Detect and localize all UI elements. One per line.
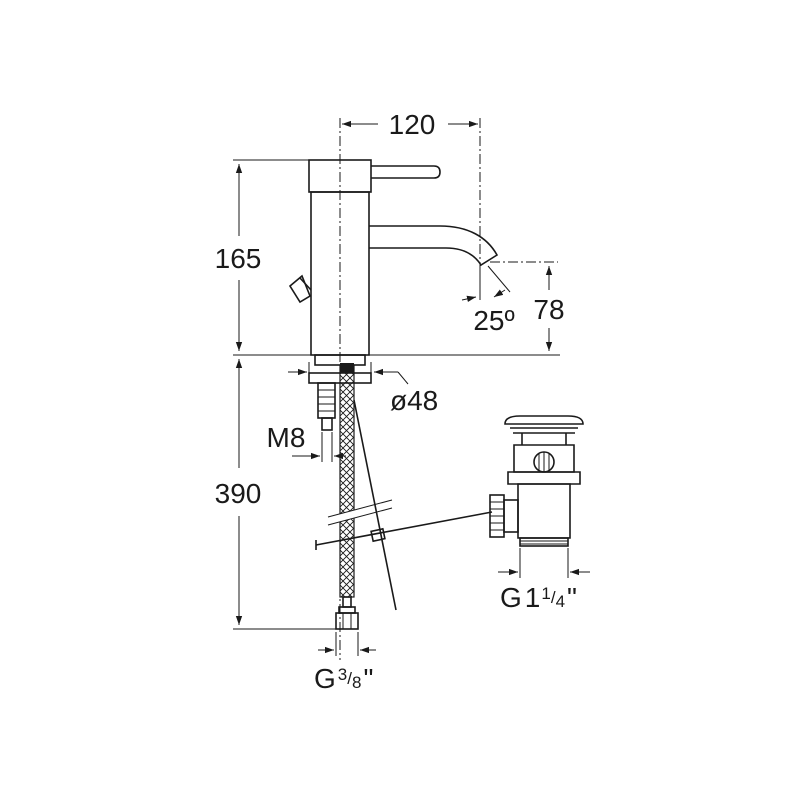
popup-rods xyxy=(315,399,493,611)
spout-height-label: 78 xyxy=(533,294,564,325)
faucet-height-label: 165 xyxy=(215,243,262,274)
drain-valve xyxy=(489,415,584,547)
faucet-body xyxy=(288,159,499,356)
dimension-base-diameter: ø48 xyxy=(288,362,438,416)
flexible-hose xyxy=(327,363,393,630)
base-diameter-label: ø48 xyxy=(390,385,438,416)
dimension-spout-angle: 25º xyxy=(461,265,515,336)
dimension-faucet-height: 165 xyxy=(215,159,560,356)
dimension-width: 120 xyxy=(342,109,478,140)
dimension-stud-thread: M8 xyxy=(267,422,346,462)
dimension-hose-length: 390 xyxy=(215,359,336,630)
spout-angle-label: 25º xyxy=(473,305,514,336)
hose-length-label: 390 xyxy=(215,478,262,509)
width-label: 120 xyxy=(389,109,436,140)
dimension-spout-height: 78 xyxy=(490,261,565,351)
stud-thread-label: M8 xyxy=(267,422,306,453)
